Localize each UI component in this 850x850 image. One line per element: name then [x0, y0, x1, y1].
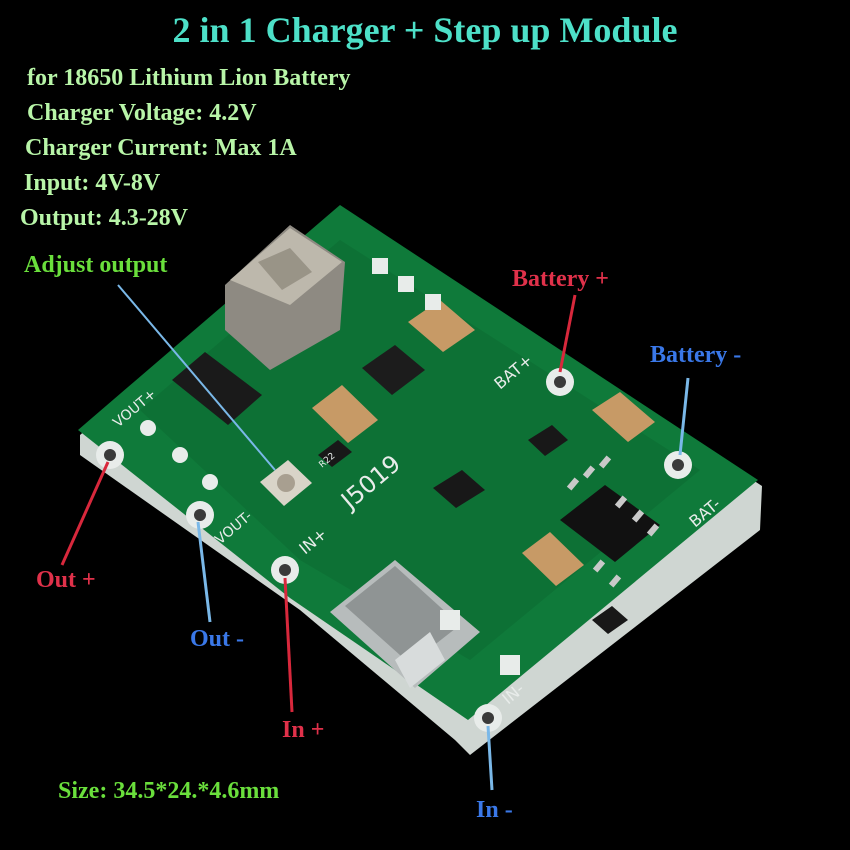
- resistor-1: [433, 470, 485, 508]
- label-battery-plus: Battery +: [512, 266, 609, 292]
- leader-in-plus: [283, 577, 294, 713]
- resistor-2: [528, 425, 568, 456]
- leader-out-minus: [196, 521, 212, 623]
- capacitor-2: [312, 385, 378, 443]
- capacitor-1: [408, 300, 475, 352]
- capacitor-4: [522, 532, 584, 586]
- resistor-3: [592, 606, 628, 634]
- pad-square-2: [398, 276, 414, 292]
- pad-square-4: [440, 610, 460, 630]
- charger-ic: [560, 455, 660, 588]
- leader-in-minus: [486, 725, 494, 791]
- leader-battery-plus: [558, 294, 577, 373]
- mosfet-chip: [172, 352, 262, 425]
- leader-out-plus: [60, 461, 110, 566]
- label-in-minus: In -: [476, 797, 513, 823]
- pad-square-5: [500, 655, 520, 675]
- spec-input: Input: 4V-8V: [24, 170, 161, 196]
- image-title: 2 in 1 Charger + Step up Module: [172, 10, 678, 50]
- pad-square-1: [372, 258, 388, 274]
- leader-battery-minus: [678, 377, 690, 456]
- pad-small-3: [202, 474, 218, 490]
- sot-chip: [362, 345, 425, 395]
- leader-adjust-output: [117, 284, 276, 471]
- spec-charger-current: Charger Current: Max 1A: [25, 135, 297, 161]
- label-adjust-output: Adjust output: [24, 252, 168, 278]
- resistor-4: [318, 440, 352, 467]
- label-in-plus: In +: [282, 717, 325, 743]
- label-out-plus: Out +: [36, 567, 96, 593]
- inductor: [225, 225, 345, 370]
- pad-square-3: [425, 294, 441, 310]
- capacitor-3: [592, 392, 655, 442]
- trimmer-potentiometer: [260, 460, 312, 506]
- size-spec: Size: 34.5*24.*4.6mm: [58, 778, 280, 804]
- spec-battery-type: for 18650 Lithium Lion Battery: [27, 65, 351, 91]
- pad-small-2: [172, 447, 188, 463]
- pad-small-1: [140, 420, 156, 436]
- spec-output: Output: 4.3-28V: [20, 205, 189, 231]
- micro-usb-connector: [330, 560, 480, 688]
- label-out-minus: Out -: [190, 626, 244, 652]
- spec-charger-voltage: Charger Voltage: 4.2V: [27, 100, 257, 126]
- label-battery-minus: Battery -: [650, 342, 742, 368]
